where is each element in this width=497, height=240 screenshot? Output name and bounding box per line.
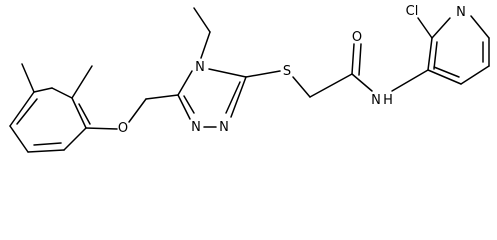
bond	[351, 73, 373, 92]
bond	[431, 17, 451, 39]
bond	[33, 87, 53, 93]
bond	[433, 41, 438, 70]
bond	[433, 66, 460, 78]
atom-label-o-ether: O	[118, 121, 128, 136]
bond	[9, 125, 29, 153]
atom-labels: Cl N O S N H N N N O	[118, 4, 466, 136]
bond	[292, 76, 311, 98]
atom-label-n-amide: N	[371, 93, 381, 108]
bond	[9, 91, 35, 127]
bond	[33, 142, 62, 146]
bonds	[9, 7, 490, 153]
bond	[245, 70, 281, 78]
atom-label-n-triazole-2: N	[191, 120, 201, 135]
atom-label-s-thioether: S	[283, 64, 291, 79]
bond	[200, 31, 211, 59]
bond	[177, 70, 193, 96]
atom-label-n-triazole-1: N	[219, 120, 229, 135]
bond	[63, 127, 87, 151]
bond	[16, 98, 38, 125]
bond	[145, 94, 179, 100]
bond	[309, 73, 353, 98]
bond	[391, 69, 429, 92]
atom-label-n-triazole-4: N	[195, 60, 205, 75]
bond	[427, 69, 462, 85]
bond	[230, 76, 247, 118]
bond	[128, 98, 147, 123]
bond	[427, 37, 433, 71]
bond	[208, 68, 247, 78]
molecule-structure: Cl N O S N H N N N O	[9, 4, 490, 153]
bond	[351, 43, 355, 75]
bond	[85, 127, 118, 130]
bond	[51, 87, 73, 99]
bond	[417, 17, 433, 39]
bond	[78, 103, 91, 125]
bond	[460, 65, 490, 85]
bond	[177, 94, 191, 120]
bond	[21, 63, 35, 93]
bond	[225, 81, 241, 114]
bond	[71, 65, 93, 99]
bond	[358, 43, 362, 76]
bond	[183, 95, 195, 114]
bond	[193, 7, 211, 33]
bond	[71, 97, 87, 129]
atom-label-h-amide: H	[383, 93, 393, 108]
atom-label-cl: Cl	[406, 4, 419, 19]
atom-label-o-carbonyl: O	[352, 30, 362, 45]
bond	[470, 15, 490, 39]
bond	[27, 149, 65, 153]
atom-label-n-pyridine: N	[456, 5, 466, 20]
